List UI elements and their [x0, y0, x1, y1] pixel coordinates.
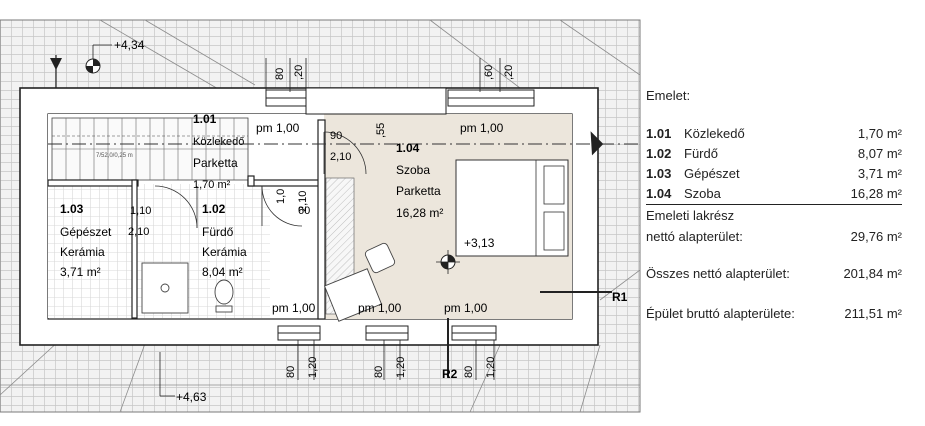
dim-bottom-2: 1,20 — [307, 357, 319, 378]
door-dim-4: 1,10 — [130, 205, 151, 217]
section-label-r1: R1 — [612, 290, 628, 304]
utility-floor — [48, 184, 134, 318]
legend-area: 16,28 — [850, 186, 884, 201]
subtotal-row: nettó alapterület: 29,76 m² — [646, 229, 902, 247]
bed — [455, 159, 569, 257]
legend-code: 1.01 — [646, 126, 672, 141]
room-code-1-04: 1.04 — [396, 141, 420, 155]
drawing-frame — [0, 19, 641, 413]
legend-name: Szoba — [684, 186, 721, 201]
level-bottom-text: +4,63 — [176, 390, 207, 404]
room-name-1-02: Fürdő — [202, 225, 234, 239]
subtotal-unit: m² — [886, 229, 902, 244]
dim-bottom-5: 80 — [463, 366, 475, 378]
window-label-1: pm 1,00 — [256, 121, 300, 135]
window-label-5: pm 1,00 — [444, 301, 488, 315]
staircase — [51, 117, 249, 181]
subtotal-label: nettó alapterület: — [646, 229, 743, 244]
room-finish-1-02: Kerámia — [202, 245, 247, 259]
room-code-1-02: 1.02 — [202, 202, 226, 216]
total-row: Összes nettó alapterület: 201,84 m² — [646, 266, 902, 284]
room-name-1-01: Közlekedő — [193, 136, 244, 148]
room-code-1-01: 1.01 — [193, 112, 217, 126]
room-area-1-02: 8,04 m² — [202, 265, 243, 279]
dim-top-3: ,60 — [483, 65, 495, 80]
total-value: 201,84 — [843, 266, 884, 281]
gross-value: 211,51 — [844, 306, 884, 321]
stair-note: 7/52,0/0,25 m — [96, 153, 133, 159]
room-code-1-03: 1.03 — [60, 202, 84, 216]
window-label-3: pm 1,00 — [272, 301, 316, 315]
legend-name: Közlekedő — [684, 126, 745, 141]
legend-code: 1.04 — [646, 186, 672, 201]
legend-row: 1.04 Szoba 16,28 m² — [646, 186, 902, 205]
legend-unit: m² — [886, 166, 902, 181]
door-dim-3: ,55 — [375, 123, 387, 138]
dim-bottom-1: 80 — [285, 366, 297, 378]
legend-unit: m² — [886, 146, 902, 161]
level-bedroom-text: +3,13 — [464, 236, 495, 250]
door-dim-2: 2,10 — [330, 151, 351, 163]
door-swings — [154, 131, 367, 229]
dim-top-2: ,20 — [293, 65, 305, 80]
room-name-1-04: Szoba — [396, 163, 430, 177]
dim-top-4: ,20 — [503, 65, 515, 80]
legend-code: 1.02 — [646, 146, 672, 161]
level-marker-top — [50, 44, 112, 88]
room-finish-1-03: Kerámia — [60, 245, 105, 259]
level-marker-bottom — [159, 352, 175, 397]
legend-row: 1.02 Fürdő 8,07 m² — [646, 146, 902, 164]
bottom-windows — [277, 325, 497, 341]
room-area-1-04: 16,28 m² — [396, 206, 443, 220]
section-line-r1 — [48, 131, 640, 293]
room-finish-1-04: Parketta — [396, 184, 441, 198]
legend-title: Emelet: — [646, 88, 691, 103]
gross-unit: m² — [886, 306, 902, 321]
door-dim-1: 90 — [330, 130, 342, 142]
legend-unit: m² — [886, 186, 902, 201]
legend-area: 3,71 — [857, 166, 884, 181]
gross-label: Épület bruttó alapterülete: — [646, 306, 795, 321]
dim-bottom-4: 1,20 — [395, 357, 407, 378]
subtotal-value: 29,76 — [850, 229, 884, 244]
door-dim-6: 1,0 — [275, 189, 287, 204]
level-marker-bedroom — [436, 250, 460, 274]
window-label-4: pm 1,00 — [358, 301, 402, 315]
legend-row: 1.01 Közlekedő 1,70 m² — [646, 126, 902, 144]
legend-area: 1,70 — [857, 126, 884, 141]
legend-area: 8,07 — [857, 146, 884, 161]
door-dim-8: 60 — [298, 205, 310, 217]
partition-walls — [47, 119, 326, 320]
legend-unit: m² — [886, 126, 902, 141]
room-area-1-03: 3,71 m² — [60, 265, 101, 279]
legend-name: Gépészet — [684, 166, 740, 181]
legend-code: 1.03 — [646, 166, 672, 181]
room-name-1-03: Gépészet — [60, 225, 112, 239]
section-label-r2: R2 — [442, 367, 458, 381]
gross-row: Épület bruttó alapterülete: 211,51 m² — [646, 306, 902, 324]
bathroom-fixtures — [141, 262, 234, 314]
desk — [323, 242, 396, 322]
top-windows — [265, 87, 535, 115]
dim-bottom-3: 80 — [373, 366, 385, 378]
top-dimension-ticks — [265, 58, 501, 92]
legend-row: 1.03 Gépészet 3,71 m² — [646, 166, 902, 184]
bottom-dimension-ticks — [297, 340, 495, 380]
door-dim-7: 2,10 — [297, 191, 309, 212]
window-label-2: pm 1,00 — [460, 121, 504, 135]
legend-name: Fürdő — [684, 146, 718, 161]
total-label: Összes nettó alapterület: — [646, 266, 790, 281]
room-finish-1-01: Parketta — [193, 156, 238, 170]
dim-top-1: 80 — [274, 68, 286, 80]
subtotal-line1: Emeleti lakrész — [646, 208, 735, 223]
level-top-text: +4,34 — [114, 38, 145, 52]
door-dim-5: 2,10 — [128, 226, 149, 238]
total-unit: m² — [886, 266, 902, 281]
room-area-1-01: 1,70 m² — [193, 179, 231, 191]
dim-bottom-6: 1,20 — [485, 357, 497, 378]
